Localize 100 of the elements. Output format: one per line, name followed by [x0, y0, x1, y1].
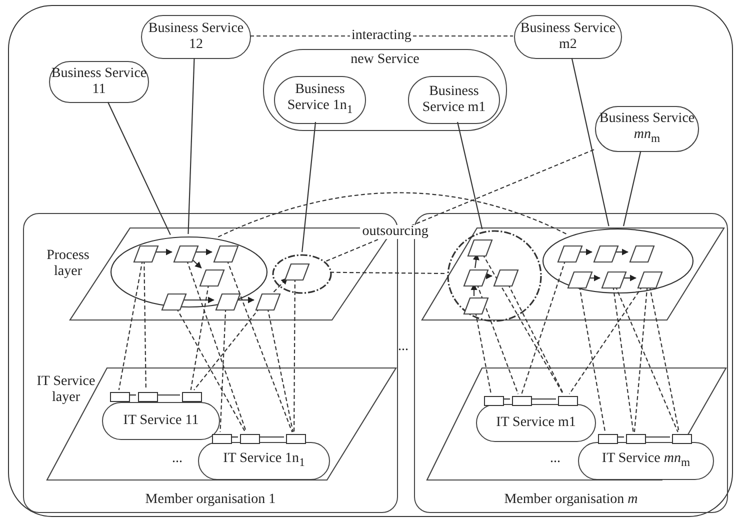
process-step: [256, 294, 280, 310]
business-service-node: [514, 15, 622, 59]
it-service-node: [102, 402, 220, 440]
connector-line: [230, 436, 238, 438]
node-label: Business Service 12: [147, 21, 245, 53]
it-component: [212, 434, 232, 444]
node-label: Business Service m1: [421, 84, 487, 116]
business-service-node: [274, 76, 366, 124]
connector-line: [226, 260, 293, 432]
node-label: Business Service mn$_{m}$: [598, 111, 696, 147]
connector-line: [258, 436, 284, 438]
process-ellipse: [110, 236, 268, 308]
process-step: [568, 272, 592, 288]
business-service-node: [141, 15, 251, 59]
connector-line: [508, 284, 564, 394]
connector-line: [612, 286, 634, 432]
it-component: [110, 392, 130, 402]
arrow: [238, 296, 255, 304]
process-step: [214, 246, 238, 262]
connector-line: [622, 150, 642, 226]
arrow: [590, 274, 601, 282]
connector-line: [571, 58, 610, 226]
connector-line: [218, 192, 567, 238]
network-frame: [8, 5, 733, 517]
arrow: [156, 248, 173, 256]
connector-line: [530, 398, 556, 400]
ellipsis-mark: ...: [549, 452, 562, 466]
process-step: [285, 264, 309, 280]
ellipsis-mark: ...: [397, 340, 410, 354]
ellipsis-mark: ...: [171, 452, 184, 466]
node-label: Business Service 11: [50, 66, 148, 98]
it-component: [138, 392, 158, 402]
node-label: IT Service 1n$_{1}$: [223, 451, 305, 471]
it-component: [512, 396, 532, 406]
arrow: [192, 260, 202, 268]
connector-line: [156, 394, 180, 396]
process-step: [216, 294, 240, 310]
connector-line: [474, 312, 492, 394]
node-label: IT Service 11: [123, 413, 199, 429]
it-component: [286, 434, 306, 444]
connector-line: [186, 260, 247, 432]
arrow: [184, 296, 215, 304]
process-step: [200, 270, 224, 286]
process-step: [638, 272, 662, 288]
arrow: [196, 248, 213, 256]
it-component: [484, 396, 504, 406]
connector-line: [144, 260, 146, 390]
connector-line: [302, 122, 316, 252]
connector-line: [644, 436, 670, 438]
process-step: [558, 246, 582, 262]
it-component: [240, 434, 260, 444]
node-label: Process layer: [46, 248, 90, 280]
connector-line: [176, 308, 246, 432]
connector-line: [293, 278, 296, 432]
node-label: IT Service layer: [36, 374, 96, 406]
process-ellipse: [272, 254, 332, 294]
it-component: [558, 396, 578, 406]
node-label: new Service: [350, 52, 420, 68]
connector-line: [220, 308, 226, 432]
connector-line: [521, 260, 566, 394]
it-component: [182, 392, 202, 402]
edge-label: outsourcing: [360, 225, 430, 240]
connector-line: [190, 284, 210, 390]
node-label: Business Service 1n$_{1}$: [286, 82, 354, 118]
connector-line: [634, 286, 648, 432]
process-ellipse: [447, 230, 542, 322]
process-step: [494, 270, 518, 286]
node-label: IT Service m1: [496, 415, 576, 431]
connector-line: [649, 286, 680, 432]
process-step: [594, 246, 618, 262]
process-step: [464, 298, 488, 314]
connector-line: [614, 286, 678, 432]
arrow: [580, 248, 593, 256]
process-step: [464, 270, 488, 286]
it-service-node: [578, 442, 714, 480]
connector-line: [330, 272, 446, 274]
service-group: [263, 49, 507, 131]
it-component: [626, 434, 646, 444]
connector-line: [325, 149, 594, 262]
business-service-node: [408, 76, 500, 124]
node-label: Member organisation 1: [145, 492, 276, 508]
node-label: Member organisation m: [504, 492, 638, 508]
connector-line: [188, 58, 195, 234]
arrow: [486, 272, 493, 280]
connector-line: [616, 436, 624, 438]
it-service-node: [198, 442, 330, 480]
process-step: [174, 246, 198, 262]
it-service-node: [476, 404, 596, 442]
connector-line: [456, 122, 483, 230]
process-step: [468, 240, 492, 256]
it-component: [598, 434, 618, 444]
connector-line: [568, 286, 644, 394]
connector-line: [482, 254, 564, 394]
connector-line: [128, 394, 136, 396]
connector-line: [502, 398, 510, 400]
connector-line: [194, 308, 260, 390]
node-label: Business Service m2: [519, 21, 617, 53]
process-step: [602, 272, 626, 288]
connector-line: [476, 284, 519, 394]
arrow: [273, 278, 288, 292]
